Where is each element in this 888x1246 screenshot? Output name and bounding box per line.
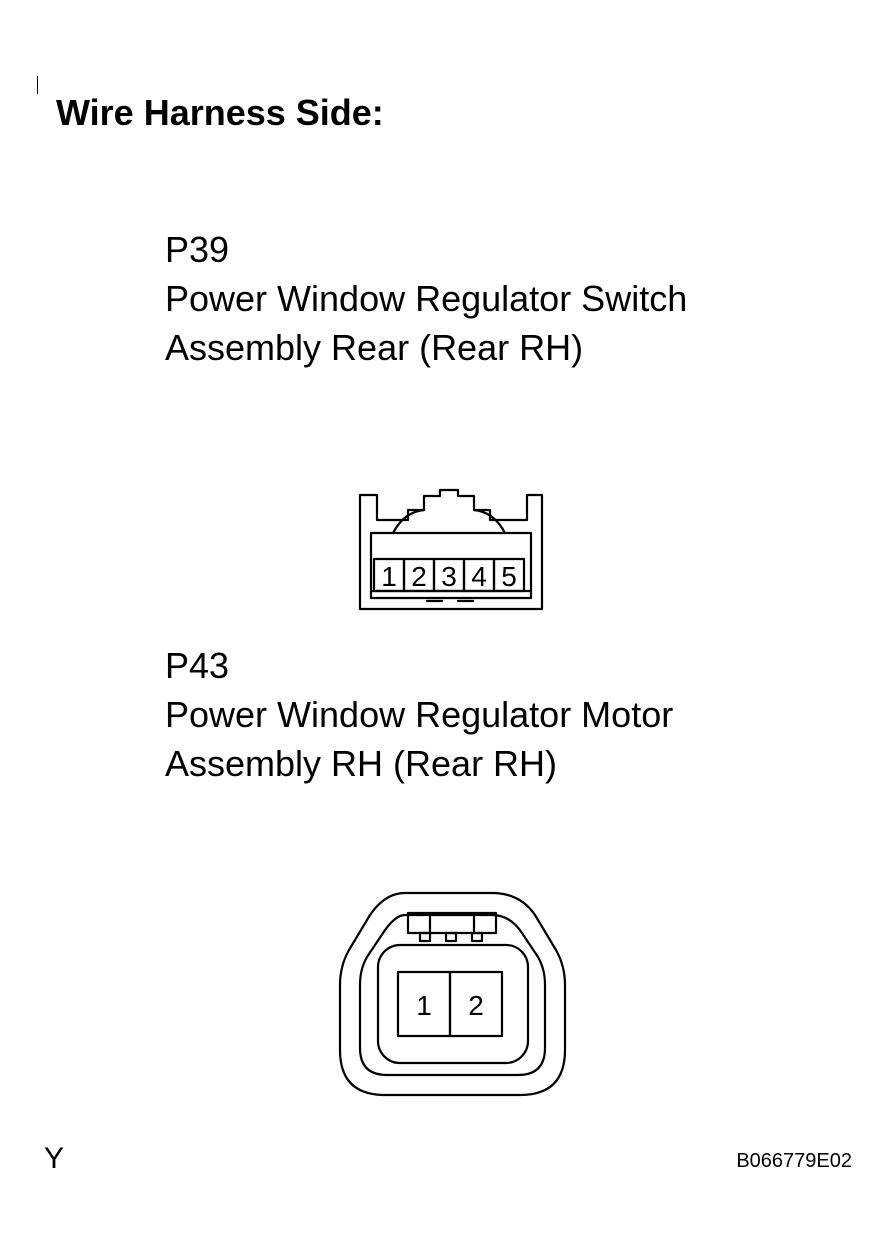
- p43-lock-tab: [406, 911, 498, 935]
- p39-pin-5: 5: [501, 561, 517, 592]
- p39-inner-cavity: [369, 531, 533, 600]
- p39-latch-left: [391, 508, 426, 535]
- connector-code: P39: [165, 229, 230, 270]
- p43-housing-inner: [358, 913, 547, 1077]
- connector-code: P43: [165, 645, 230, 686]
- p43-pin-2: 2: [468, 990, 484, 1021]
- page-heading: Wire Harness Side:: [56, 92, 384, 133]
- p43-housing-outer: [338, 891, 567, 1097]
- connector-p43-caption: P43 Power Window Regulator Motor Assembl…: [165, 641, 673, 788]
- p39-pin-1: 1: [381, 561, 397, 592]
- p39-pin-3: 3: [441, 561, 457, 592]
- p43-cavity-frame: [376, 943, 530, 1065]
- connector-name-line1: Power Window Regulator Motor: [165, 694, 674, 735]
- p43-pin-1: 1: [416, 990, 432, 1021]
- corner-mark: Y: [44, 1142, 65, 1175]
- connector-name-line2: Assembly Rear (Rear RH): [165, 327, 584, 368]
- p39-pin-2: 2: [411, 561, 427, 592]
- connector-p39-caption: P39 Power Window Regulator Switch Assemb…: [165, 225, 687, 372]
- p39-latch-right: [472, 508, 507, 535]
- p39-pin-4: 4: [471, 561, 487, 592]
- margin-tick-mark: [37, 76, 38, 94]
- p39-housing-outline: [358, 488, 544, 611]
- figure-id-label: B066779E02: [736, 1150, 852, 1172]
- connector-name-line2: Assembly RH (Rear RH): [165, 743, 558, 784]
- connector-name-line1: Power Window Regulator Switch: [165, 278, 688, 319]
